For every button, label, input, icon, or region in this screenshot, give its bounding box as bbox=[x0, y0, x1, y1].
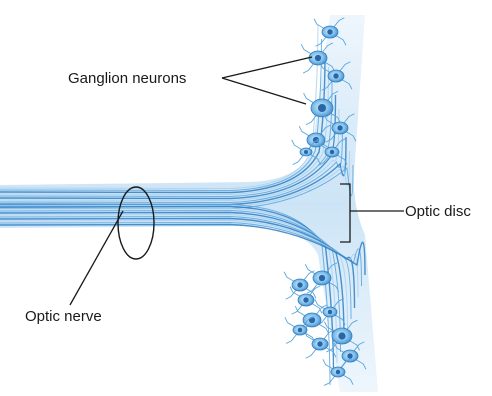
nerve-fiber-upper bbox=[0, 25, 318, 189]
ganglion-leader-upper bbox=[222, 57, 312, 78]
ganglion-neurons-label: Ganglion neurons bbox=[68, 71, 186, 86]
optic-nerve-bundle bbox=[0, 15, 378, 392]
optic-disc-label: Optic disc bbox=[405, 204, 471, 219]
nerve-fiber-lower bbox=[0, 219, 355, 309]
optic-nerve-label: Optic nerve bbox=[25, 309, 102, 324]
ganglion-leader-lower bbox=[222, 78, 306, 104]
nerve-fiber-upper bbox=[0, 39, 322, 191]
nerve-fiber-lower bbox=[0, 209, 337, 364]
